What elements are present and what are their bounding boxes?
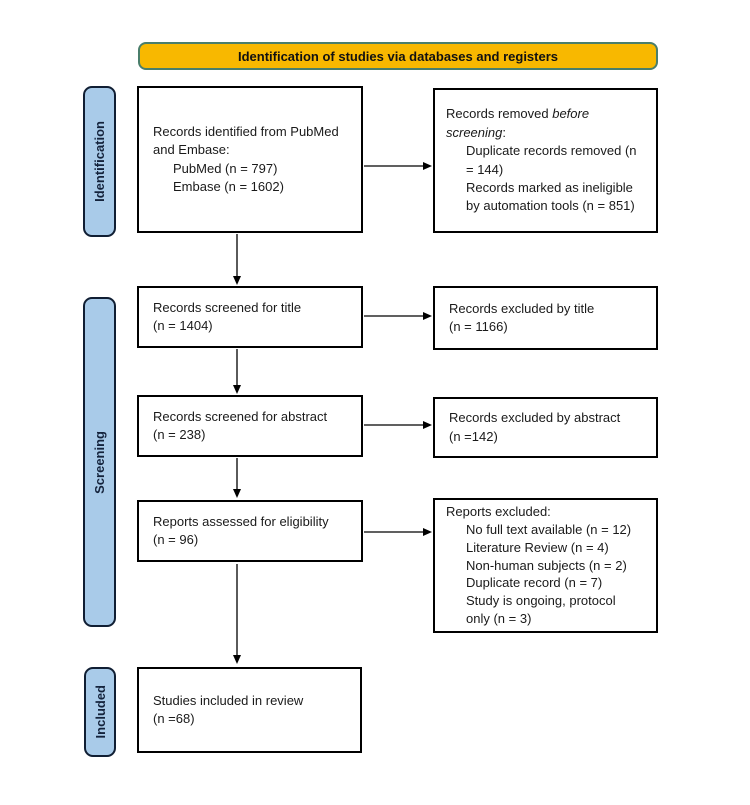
stage-label-identification: Identification — [92, 121, 107, 202]
records-identified-item-pubmed: PubMed (n = 797) — [173, 160, 278, 176]
box-records-identified: Records identified from PubMed and Embas… — [137, 86, 363, 233]
included-in-review-line1: Studies included in review — [153, 692, 304, 708]
reports-excluded-item-non-human: Non-human subjects (n = 2) — [466, 557, 627, 573]
records-identified-item-embase: Embase (n = 1602) — [173, 178, 284, 194]
stage-bar-identification: Identification — [83, 86, 116, 237]
box-excluded-title: Records excluded by title (n = 1166) — [433, 286, 658, 350]
records-removed-item-duplicates: Duplicate records removed (n = 144) — [466, 143, 637, 177]
box-included-in-review: Studies included in review (n =68) — [137, 667, 362, 753]
box-assessed-eligibility: Reports assessed for eligibility (n = 96… — [137, 500, 363, 562]
box-records-removed: Records removed before screening: Duplic… — [433, 88, 658, 233]
screened-title-count: (n = 1404) — [153, 318, 213, 333]
reports-excluded-item-literature-review: Literature Review (n = 4) — [466, 539, 609, 555]
stage-bar-screening: Screening — [83, 297, 116, 627]
stage-bar-included: Included — [84, 667, 116, 757]
reports-excluded-item-no-full-text: No full text available (n = 12) — [466, 521, 632, 537]
records-removed-item-automation: Records marked as ineligible by automati… — [466, 179, 635, 214]
screened-abstract-line1: Records screened for abstract — [153, 408, 328, 424]
screened-abstract-count: (n = 238) — [153, 427, 206, 442]
banner-identification-of-studies: Identification of studies via databases … — [138, 42, 658, 70]
reports-excluded-item-ongoing: Study is ongoing, protocol only (n = 3) — [466, 593, 616, 627]
records-identified-intro: Records identified from PubMed and Embas… — [153, 123, 339, 158]
reports-excluded-item-duplicate: Duplicate record (n = 7) — [466, 575, 603, 591]
excluded-title-line1: Records excluded by title — [449, 300, 595, 316]
stage-label-included: Included — [92, 685, 108, 739]
excluded-abstract-line1: Records excluded by abstract — [449, 410, 621, 426]
box-screened-abstract: Records screened for abstract (n = 238) — [137, 395, 363, 457]
included-in-review-count: (n =68) — [153, 711, 195, 726]
excluded-abstract-count: (n =142) — [449, 428, 498, 444]
screened-title-line1: Records screened for title — [153, 299, 302, 315]
stage-label-screening: Screening — [92, 430, 107, 494]
reports-excluded-title: Reports excluded: — [446, 503, 551, 519]
assessed-eligibility-line1: Reports assessed for eligibility — [153, 513, 329, 529]
excluded-title-count: (n = 1166) — [449, 319, 508, 334]
box-reports-excluded: Reports excluded: No full text available… — [433, 498, 658, 633]
assessed-eligibility-count: (n = 96) — [153, 532, 199, 547]
banner-label: Identification of studies via databases … — [237, 48, 559, 64]
box-excluded-abstract: Records excluded by abstract (n =142) — [433, 397, 658, 458]
records-removed-intro: Records removed before screening: — [446, 106, 590, 140]
box-screened-title: Records screened for title (n = 1404) — [137, 286, 363, 348]
